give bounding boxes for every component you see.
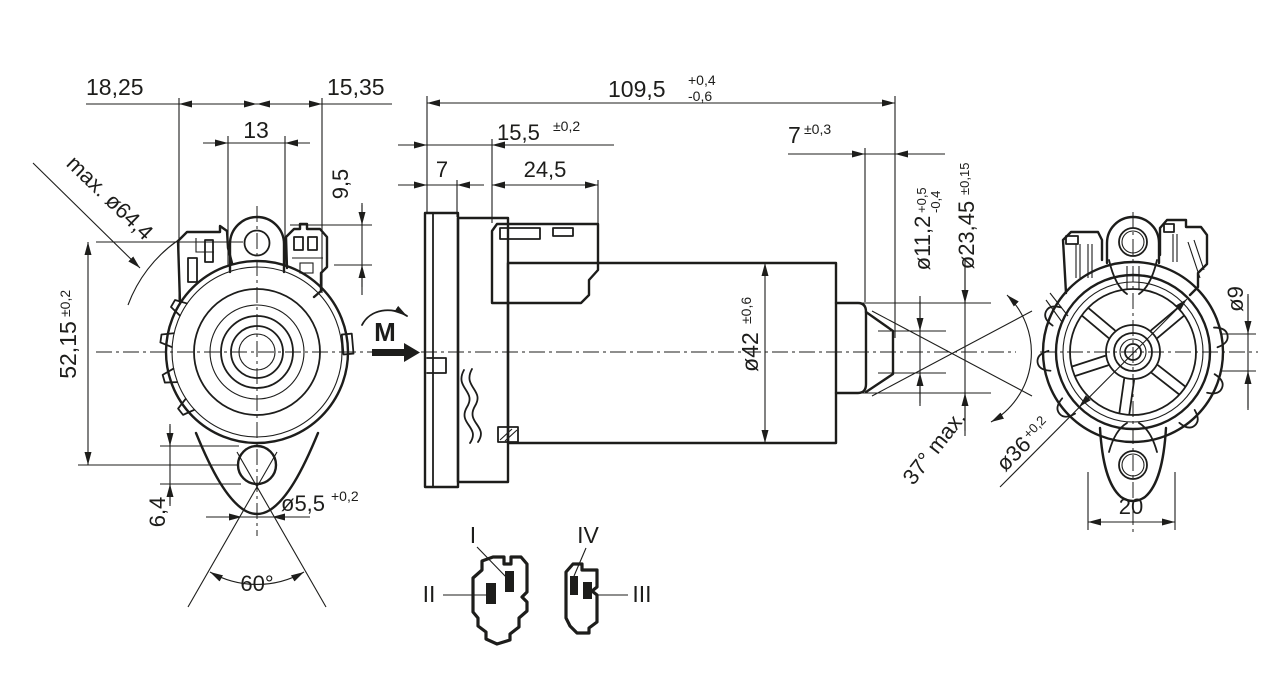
dim-23-45-label: ø23,45 — [954, 201, 979, 270]
dim-109-5-label: 109,5 — [608, 76, 666, 102]
dim-52-15-label: 52,15 — [55, 321, 81, 379]
rotation-m-label: M — [374, 317, 396, 347]
dimension-labels: 18,25 15,35 13 9,5 max. ø64,4 52,15 ±0,2… — [55, 72, 1248, 607]
bottom-ear-hole — [236, 444, 278, 486]
pin-IV — [570, 576, 578, 595]
rear-view-connector-left — [1045, 230, 1104, 323]
dim-7-03-tol: ±0,3 — [804, 121, 831, 137]
top-ear-hole — [243, 229, 271, 257]
dim-15-5-tol: ±0,2 — [553, 118, 580, 134]
rotation-arrow-icon — [372, 343, 420, 362]
front-view-top-ear — [228, 215, 286, 274]
dim-23-45-tol: ±0,15 — [957, 163, 972, 195]
pin-label-2: II — [423, 581, 436, 607]
extension-lines — [78, 96, 1256, 530]
pin-II — [486, 583, 496, 604]
dim-13-label: 13 — [243, 117, 269, 143]
connector-outline-large — [471, 555, 529, 646]
dim-52-15-tol: ±0,2 — [57, 290, 73, 317]
front-view-bottom-ear — [194, 431, 320, 516]
dim-109-5-tol-plus: +0,4 — [688, 72, 716, 88]
dim-7-label: 7 — [436, 157, 448, 182]
side-view-motor-body — [490, 222, 838, 445]
side-view-flange — [423, 211, 519, 489]
dim-36-tol: +0,2 — [1020, 413, 1049, 442]
dim-20-label: 20 — [1119, 494, 1143, 519]
dim-18-25-label: 18,25 — [86, 74, 144, 100]
dim-6-4-label: 6,4 — [145, 497, 170, 528]
pin-I — [505, 571, 514, 592]
dim-24-5-label: 24,5 — [524, 157, 567, 182]
pin-III — [583, 582, 592, 599]
front-view — [96, 206, 355, 536]
dim-42-tol: ±0,6 — [738, 297, 754, 324]
cone-line — [236, 451, 327, 608]
dim-9-5-label: 9,5 — [328, 169, 353, 200]
shaft-cone — [864, 310, 895, 394]
dim-5-5-tol: +0,2 — [331, 488, 359, 504]
side-view-shaft — [834, 301, 895, 395]
cone-line — [187, 451, 278, 608]
dim-line-36 — [999, 298, 1188, 488]
dim-15-5-label: 15,5 — [497, 120, 540, 145]
front-view-connector-right — [284, 222, 329, 299]
dim-36-arrow — [1079, 395, 1091, 407]
rear-view-connector-right — [1158, 218, 1209, 297]
dim-arc-37 — [990, 294, 1032, 423]
dim-9-label: ø9 — [1223, 286, 1248, 312]
dim-60-label: 60° — [240, 571, 273, 596]
dimension-graphics — [32, 96, 1256, 608]
retaining-spring — [460, 369, 474, 444]
pin-label-4: IV — [577, 522, 599, 548]
pin-label-1: I — [470, 522, 476, 548]
max-diameter-leader — [32, 162, 141, 269]
dim-arc-60 — [209, 571, 305, 585]
dim-37-label: 37° max. — [897, 405, 970, 489]
bearing-boss — [834, 301, 868, 395]
front-view-body-circles — [164, 259, 350, 445]
dim-15-35-label: 15,35 — [327, 74, 385, 100]
dim-5-5-label: ø5,5 — [281, 491, 325, 516]
rear-view-centerlines — [1040, 212, 1258, 534]
pin-label-3: III — [632, 581, 651, 607]
connector-pinout — [443, 546, 628, 646]
max-diameter-label: max. ø64,4 — [62, 151, 159, 245]
rotation-arc-icon — [361, 305, 408, 326]
dim-11-2-label: ø11,2 — [910, 216, 935, 271]
rear-view-bottom-ear — [1098, 422, 1168, 503]
max-diameter-arc — [127, 240, 178, 306]
dim-109-5-tol-minus: -0,6 — [688, 88, 712, 104]
dim-7-03-label: 7 — [788, 122, 801, 148]
rear-view — [1036, 212, 1258, 534]
rotation-direction-symbol — [361, 305, 420, 362]
dim-11-2-tol-minus: -0,4 — [928, 191, 943, 213]
dim-42-label: ø42 — [737, 332, 763, 372]
dim-11-2-tol-plus: +0,5 — [914, 187, 929, 213]
connector-outline-small — [564, 562, 599, 635]
front-view-connector-left — [176, 224, 234, 304]
side-view-connector-block — [490, 222, 600, 305]
